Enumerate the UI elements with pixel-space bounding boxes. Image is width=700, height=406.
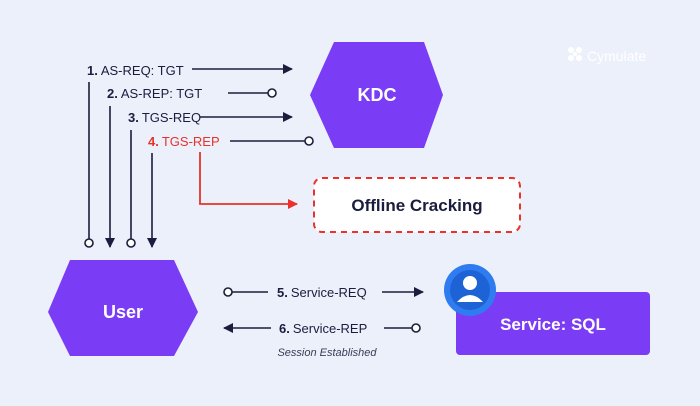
offline-cracking-label: Offline Cracking <box>351 196 482 215</box>
step-6-label: 6.Service-REP <box>279 321 367 336</box>
cymulate-logo: Cymulate <box>568 47 646 64</box>
step-3-origin <box>126 238 136 248</box>
user-node: User <box>48 260 198 356</box>
offline-cracking-box: Offline Cracking <box>313 177 521 233</box>
step-4-endpoint <box>304 136 314 146</box>
step-1-label: 1.AS-REQ: TGT <box>87 63 184 78</box>
step-6-origin <box>411 323 421 333</box>
cymulate-logo-icon <box>568 47 582 61</box>
step-3-label: 3.TGS-REQ <box>128 110 201 125</box>
step-2-label: 2.AS-REP: TGT <box>107 86 202 101</box>
step-5-label: 5.Service-REQ <box>277 285 367 300</box>
step-4-label: 4.TGS-REP <box>148 134 220 149</box>
step-5-origin <box>223 287 233 297</box>
user-label: User <box>103 302 143 322</box>
service-label: Service: SQL <box>500 315 606 334</box>
brand-name: Cymulate <box>587 48 646 64</box>
kdc-node: KDC <box>310 42 443 148</box>
service-node: Service: SQL <box>456 292 650 355</box>
step-1-origin <box>84 238 94 248</box>
step-2-endpoint <box>267 88 277 98</box>
kdc-label: KDC <box>358 85 397 105</box>
user-avatar-icon <box>444 264 496 316</box>
offline-cracking-arrow <box>199 152 298 209</box>
session-established-label: Session Established <box>277 347 377 359</box>
